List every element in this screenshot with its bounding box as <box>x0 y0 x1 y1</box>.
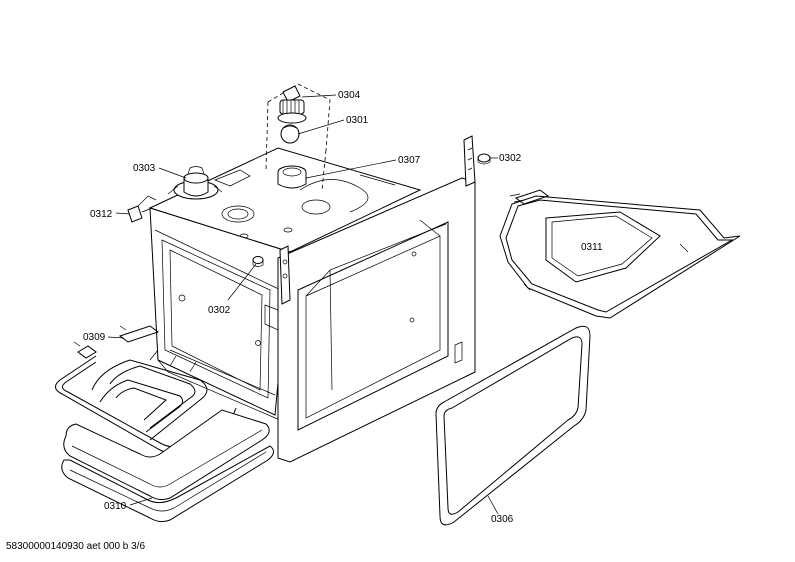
label-0309: 0309 <box>83 332 106 343</box>
cap-0302-center <box>252 256 264 267</box>
grill-heating-element-0311 <box>499 189 741 319</box>
label-0303: 0303 <box>133 163 156 174</box>
part-labels: 0304 0301 0307 0303 0302 0302 0312 0311 … <box>83 90 603 525</box>
cap-0302-right <box>477 153 491 165</box>
label-0306: 0306 <box>491 514 514 525</box>
door-gasket-0306 <box>435 325 591 526</box>
fan-motor-0303 <box>167 166 223 200</box>
label-0304: 0304 <box>338 90 361 101</box>
label-0311: 0311 <box>581 242 603 253</box>
label-0302-center: 0302 <box>208 305 231 316</box>
label-0312: 0312 <box>90 209 113 220</box>
leader-lines <box>107 94 499 515</box>
oven-front-frame <box>277 135 476 463</box>
label-0307: 0307 <box>398 155 421 166</box>
drawing-code: 58300000140930 aet 000 b 3/6 <box>6 541 146 552</box>
insulation-mat-0310 <box>61 409 274 523</box>
connector-0312 <box>127 195 157 223</box>
label-0310: 0310 <box>104 501 127 512</box>
label-0301: 0301 <box>346 115 369 126</box>
label-0302-right: 0302 <box>499 153 522 164</box>
